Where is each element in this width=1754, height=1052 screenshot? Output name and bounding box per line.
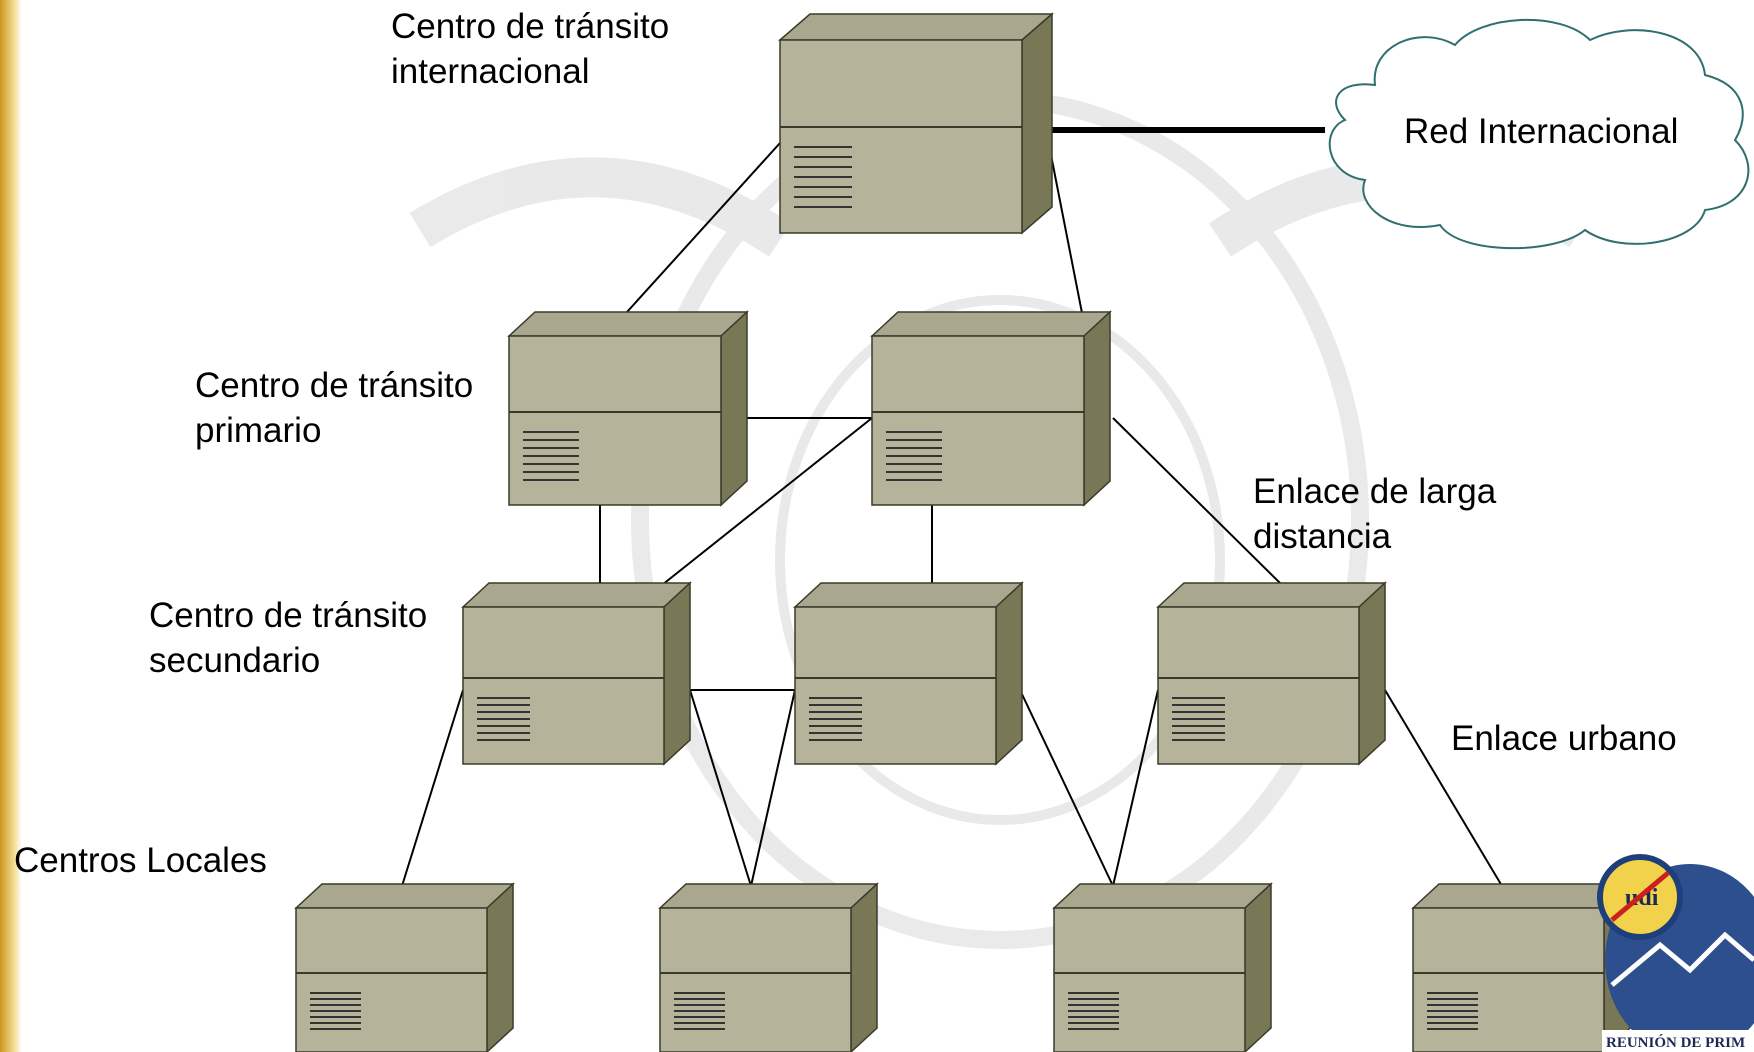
link-secondary-b-local-2 — [750, 689, 796, 887]
link-secondary-c-local-3 — [1112, 689, 1159, 887]
secondary-center-label-line-2: secundario — [149, 641, 321, 680]
box-local-center-1 — [294, 882, 515, 1052]
international-network-label: Red Internacional — [1404, 112, 1679, 151]
box-top-face — [793, 582, 1024, 608]
vent-icon — [809, 697, 862, 741]
box-local-center-3 — [1052, 882, 1273, 1052]
box-side-face — [995, 581, 1023, 766]
box-side-face — [663, 581, 691, 766]
box-local-center-2 — [658, 882, 879, 1052]
box-front-face — [1412, 907, 1605, 1052]
secondary-center-label: Centro de tránsito secundario — [149, 593, 427, 683]
box-side-face — [850, 882, 878, 1052]
link-intl-primary-b — [1050, 154, 1083, 314]
link-secondary-b-local-3 — [1019, 689, 1114, 887]
vent-icon — [1427, 992, 1478, 1030]
link-intl-primary-a — [626, 142, 781, 313]
box-local-center-4 — [1411, 882, 1632, 1052]
box-top-face — [658, 883, 879, 909]
box-front-face — [1053, 907, 1246, 1052]
box-side-face — [1021, 12, 1053, 235]
connections — [401, 142, 1503, 887]
vent-icon — [794, 146, 852, 208]
switch-boxes — [294, 12, 1632, 1052]
long-distance-link-label-line-2: distancia — [1253, 517, 1392, 556]
logo-mountain-icon — [1610, 931, 1754, 987]
link-urban — [1384, 689, 1503, 887]
primary-center-label-line-1: Centro de tránsito — [195, 366, 474, 405]
vent-icon — [1068, 992, 1119, 1030]
box-primary-center-a — [507, 310, 749, 507]
link-secondary-a-local-2 — [689, 689, 752, 887]
box-top-face — [294, 883, 515, 909]
primary-center-label-line-2: primario — [195, 411, 322, 450]
vent-icon — [310, 992, 361, 1030]
box-side-face — [1358, 581, 1386, 766]
long-distance-link-label: Enlace de larga distancia — [1253, 469, 1496, 559]
urban-link-label: Enlace urbano — [1451, 719, 1677, 758]
box-top-face — [461, 582, 692, 608]
box-side-face — [720, 310, 748, 507]
corner-logo: udi REUNIÓN DE PRIM — [1597, 854, 1754, 1052]
box-top-face — [1052, 883, 1273, 909]
local-centers-label: Centros Locales — [14, 841, 267, 880]
box-secondary-center-c — [1156, 581, 1387, 766]
vent-icon — [477, 697, 530, 741]
vent-icon — [886, 431, 942, 481]
logo-ribbon-text: REUNIÓN DE PRIM — [1606, 1034, 1745, 1051]
intl-center-label-line-1: Centro de tránsito — [391, 7, 670, 46]
box-front-face — [1157, 606, 1360, 765]
vent-icon — [1172, 697, 1225, 741]
box-top-face — [870, 311, 1112, 337]
primary-center-label: Centro de tránsito primario — [195, 363, 473, 453]
box-top-face — [1156, 582, 1387, 608]
intl-center-label-line-2: internacional — [391, 52, 590, 91]
box-side-face — [1244, 882, 1272, 1052]
box-side-face — [1083, 310, 1111, 507]
box-front-face — [871, 335, 1085, 506]
secondary-center-label-line-1: Centro de tránsito — [149, 596, 428, 635]
link-primary-b-secondary-a — [661, 417, 873, 586]
box-primary-center-b — [870, 310, 1112, 507]
box-intl-center — [777, 12, 1055, 235]
box-front-face — [508, 335, 722, 506]
box-front-face — [779, 39, 1023, 234]
box-top-face — [777, 13, 1055, 41]
box-top-face — [507, 311, 749, 337]
box-front-face — [794, 606, 997, 765]
link-secondary-a-local-1 — [401, 689, 464, 887]
box-front-face — [659, 907, 852, 1052]
box-front-face — [462, 606, 665, 765]
box-secondary-center-b — [793, 581, 1024, 766]
vent-icon — [674, 992, 725, 1030]
long-distance-link-label-line-1: Enlace de larga — [1253, 472, 1497, 511]
box-front-face — [295, 907, 488, 1052]
left-accent-bar — [0, 0, 22, 1052]
box-secondary-center-a — [461, 581, 692, 766]
international-network-cloud — [1328, 18, 1750, 250]
vent-icon — [523, 431, 579, 481]
intl-center-label: Centro de tránsito internacional — [391, 4, 669, 94]
link-long-distance — [1112, 417, 1281, 584]
box-side-face — [486, 882, 514, 1052]
